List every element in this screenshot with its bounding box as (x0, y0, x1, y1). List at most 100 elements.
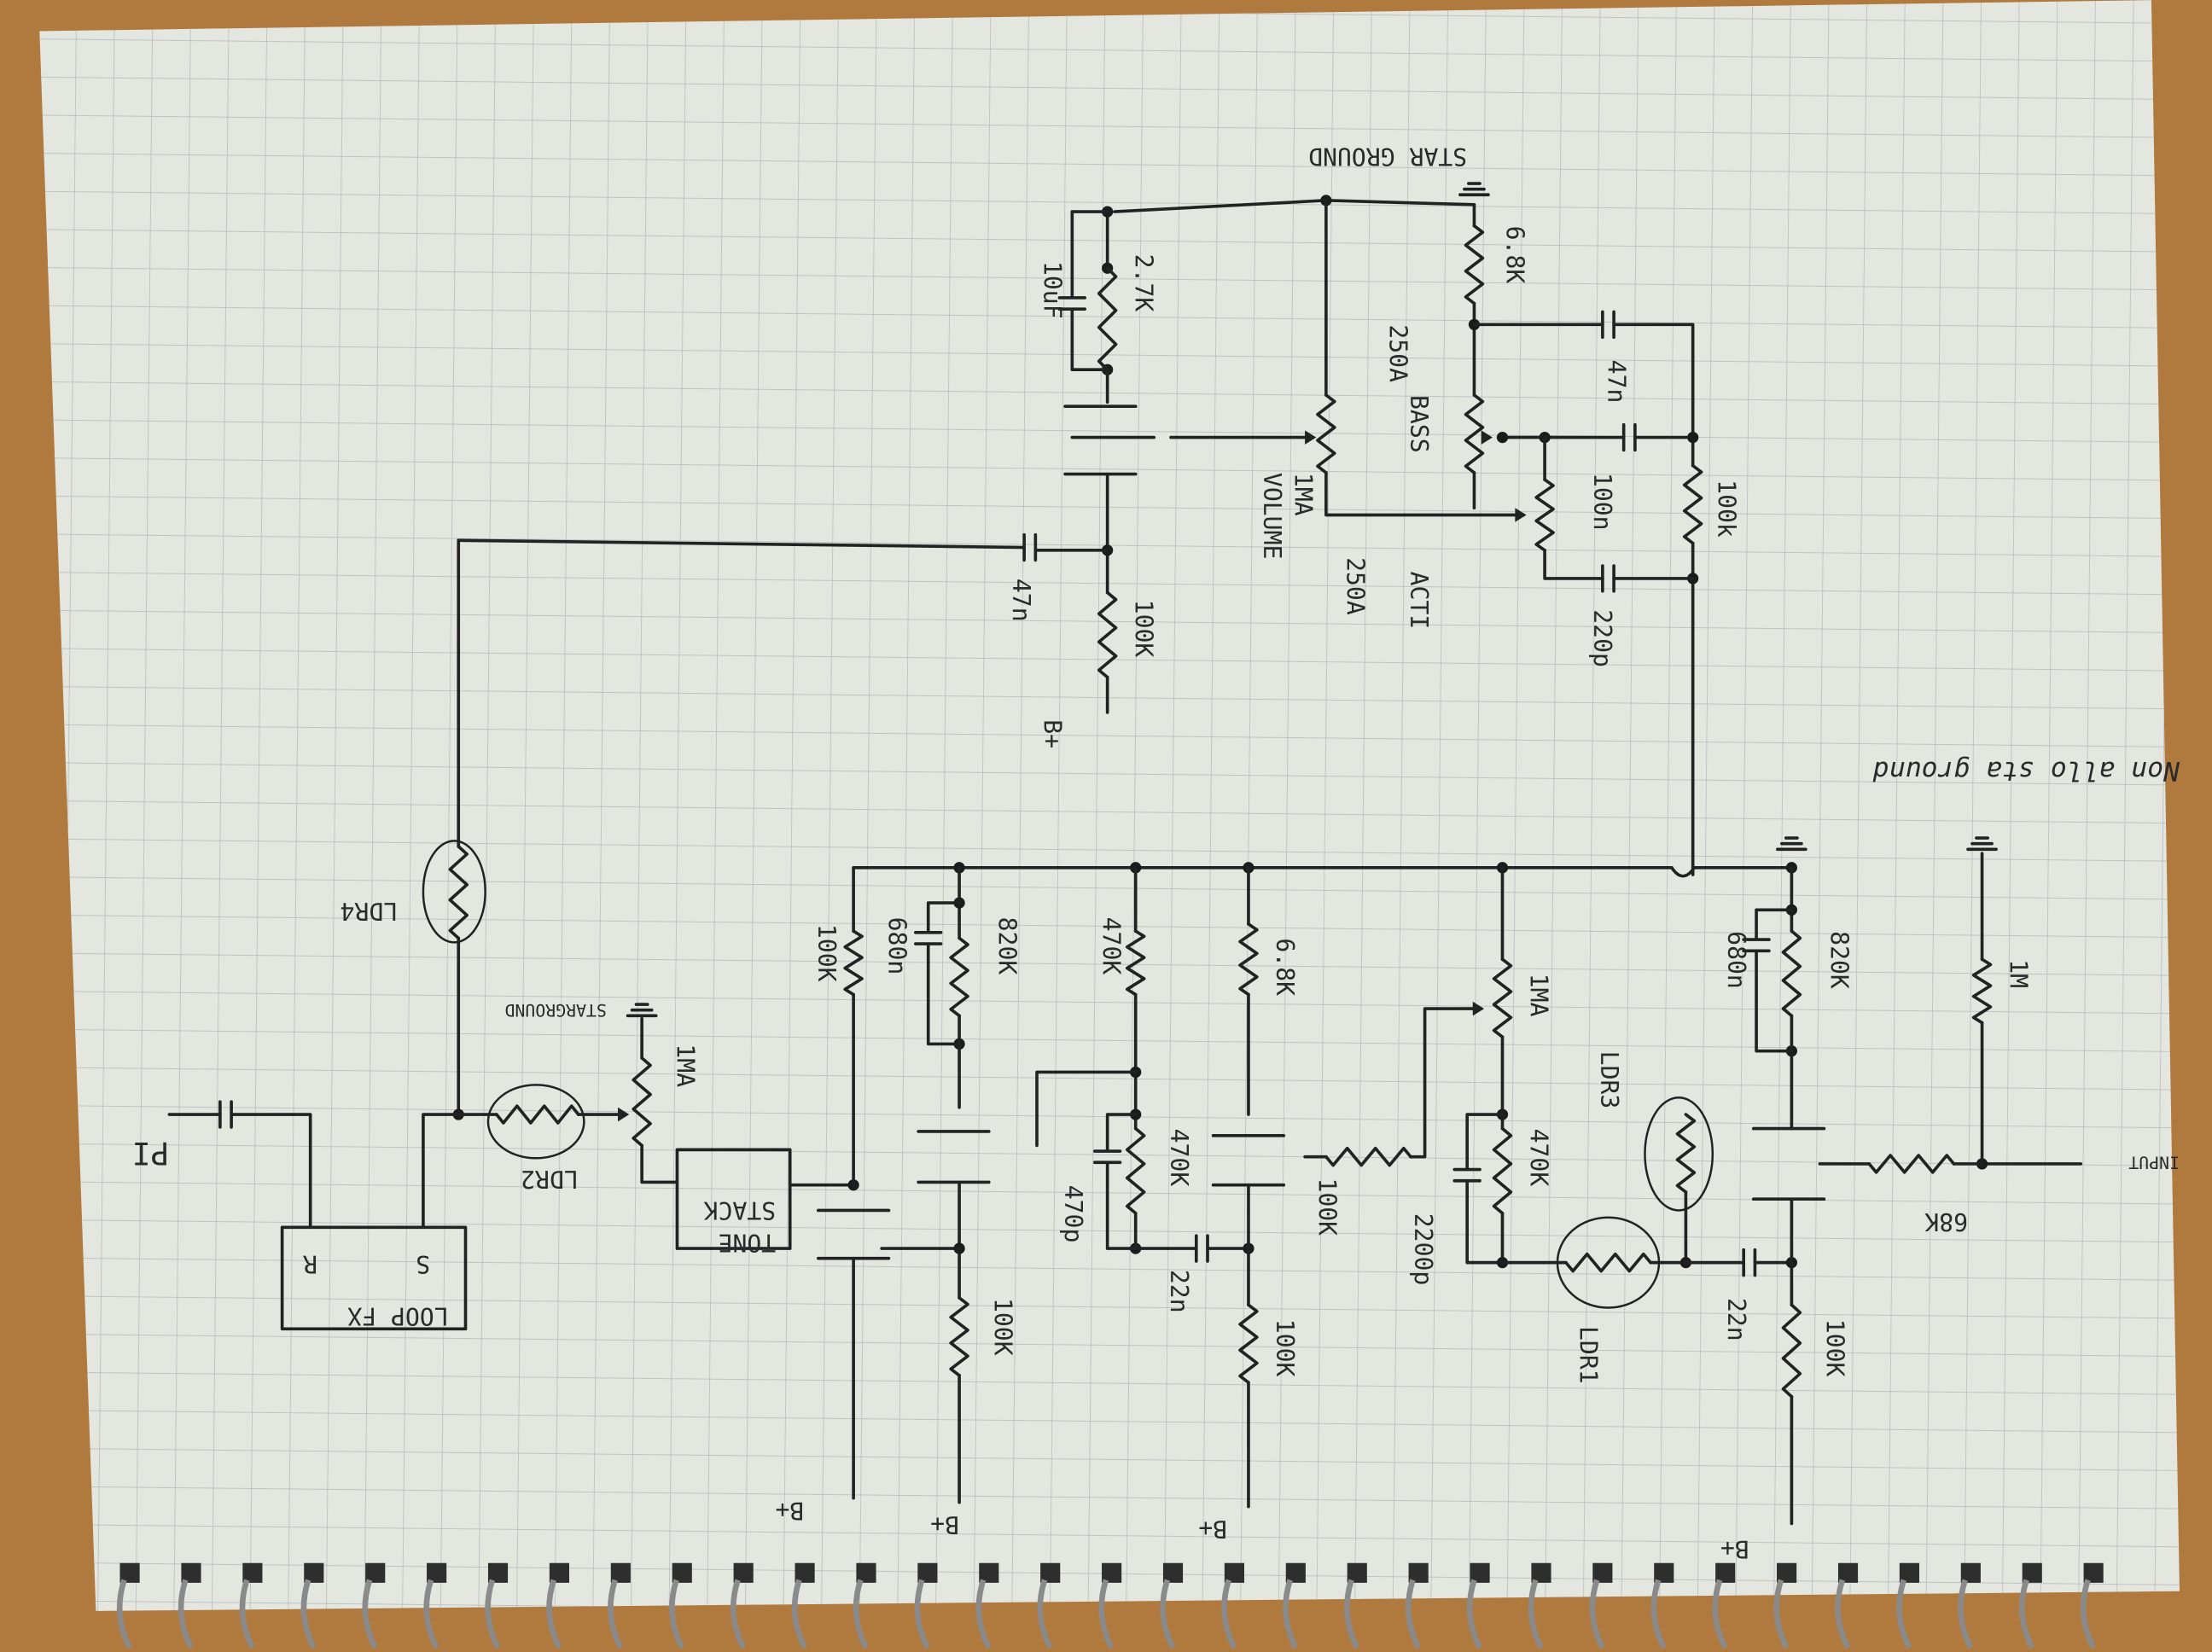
capacitor (1621, 422, 1637, 452)
label-treble-value: 250A (1342, 557, 1370, 615)
label-starground-small: STARGROUND (504, 1000, 606, 1020)
resistor (843, 929, 864, 997)
spiral-hole (672, 1562, 692, 1583)
wire-hop (1670, 865, 1697, 878)
resistor (1534, 478, 1555, 552)
resistor (1316, 393, 1336, 474)
label-100k-e: 100K (1821, 1319, 1849, 1377)
ground-icon (1966, 836, 1998, 852)
tube-electrodes (1063, 404, 1138, 476)
resistor (1097, 266, 1118, 372)
spiral-hole (242, 1562, 263, 1583)
wiper-arrow-icon (618, 1107, 630, 1122)
label-bplus: B+ (930, 1510, 959, 1539)
resistor (1781, 929, 1802, 1018)
spiral-hole (2083, 1562, 2104, 1583)
label-star-ground: STAR GROUND (1308, 143, 1467, 171)
resistor (949, 936, 969, 1018)
tube-electrodes (917, 1130, 991, 1184)
spiral-ring (362, 1579, 378, 1649)
spiral-ring (1712, 1579, 1728, 1649)
label-680n-a: 680n (882, 917, 911, 975)
resistor (1492, 1126, 1513, 1215)
spiral-ring (1037, 1579, 1053, 1649)
spiral-hole (979, 1562, 999, 1583)
wire (1324, 471, 1526, 517)
wire (926, 943, 961, 1046)
spiral-ring (1958, 1579, 1974, 1649)
spiral-hole (2022, 1562, 2042, 1583)
wire (1755, 951, 1794, 1053)
wire (422, 1113, 461, 1230)
wire (1409, 1007, 1483, 1159)
resistor (1464, 224, 1485, 305)
label-1ma-fx: 1MA (671, 1044, 699, 1087)
resistor (1464, 393, 1485, 474)
label-820k-a: 820K (992, 917, 1021, 975)
spiral-ring (485, 1579, 501, 1649)
spiral-ring (1160, 1579, 1176, 1649)
label-bass-value: 250A (1383, 324, 1412, 382)
label-100k-plate: 100K (1130, 600, 1158, 658)
capacitor (1194, 1234, 1209, 1263)
resistor (1867, 1154, 1956, 1174)
label-68k: 68K (1924, 1207, 1968, 1236)
label-680n-b: 680n (1722, 931, 1750, 989)
ldr-circle (1556, 1216, 1661, 1309)
ldr-circle (422, 840, 486, 944)
wiper-arrow-icon (1472, 1001, 1485, 1016)
wire (230, 1113, 312, 1230)
spiral-hole (795, 1562, 815, 1583)
wire (1133, 1211, 1198, 1250)
wire (1465, 1180, 1505, 1265)
spiral-binding (116, 1562, 2104, 1649)
spiral-ring (2019, 1579, 2035, 1649)
tube-electrodes (1751, 1126, 1826, 1201)
resistor (1238, 1303, 1259, 1384)
capacitor (1452, 1167, 1481, 1183)
wire (1612, 323, 1695, 468)
spiral-hole (1162, 1562, 1184, 1583)
spiral-ring (914, 1579, 930, 1649)
spiral-hole (1102, 1562, 1122, 1583)
label-470k-a: 470K (1097, 917, 1126, 975)
wire (926, 901, 961, 933)
wire (1465, 1113, 1505, 1170)
wiper-arrow-icon (1515, 508, 1527, 522)
capacitor (218, 1100, 233, 1129)
spiral-hole (1777, 1562, 1797, 1583)
label-ldr4: LDR4 (341, 897, 399, 925)
label-100k-c: 100K (1271, 1319, 1299, 1377)
junction-dot (1496, 431, 1509, 444)
spiral-hole (549, 1562, 570, 1583)
capacitor (1742, 938, 1771, 953)
circuit-components (218, 182, 1998, 1399)
spiral-ring (791, 1579, 808, 1649)
ground-icon (1776, 836, 1807, 852)
ldr-circle (1644, 1096, 1714, 1212)
spiral-hole (119, 1562, 140, 1583)
ldr2-resistor (495, 1104, 580, 1125)
label-47n: 47n (1602, 360, 1630, 404)
wire (1105, 1162, 1138, 1250)
label-100k-a: 100K (812, 924, 841, 982)
resistor (1971, 957, 1993, 1025)
spiral-ring (1283, 1579, 1299, 1649)
paper-grid (39, 0, 2180, 1611)
wiper-arrow-icon (1481, 430, 1493, 445)
label-6k8: 6.8K (1500, 226, 1528, 284)
spiral-hole (1224, 1562, 1244, 1583)
capacitor (1742, 1248, 1757, 1277)
spiral-hole (1654, 1562, 1674, 1583)
spiral-hole (181, 1562, 201, 1583)
label-bplus: B+ (1038, 719, 1066, 748)
spiral-hole (1531, 1562, 1551, 1583)
spiral-ring (853, 1579, 869, 1649)
label-ldr2: LDR2 (521, 1165, 579, 1193)
resistor (1682, 463, 1703, 545)
wire (457, 538, 1026, 550)
resistor (1324, 1146, 1412, 1167)
spiral-hole (1347, 1562, 1367, 1583)
resistor (1238, 922, 1259, 997)
